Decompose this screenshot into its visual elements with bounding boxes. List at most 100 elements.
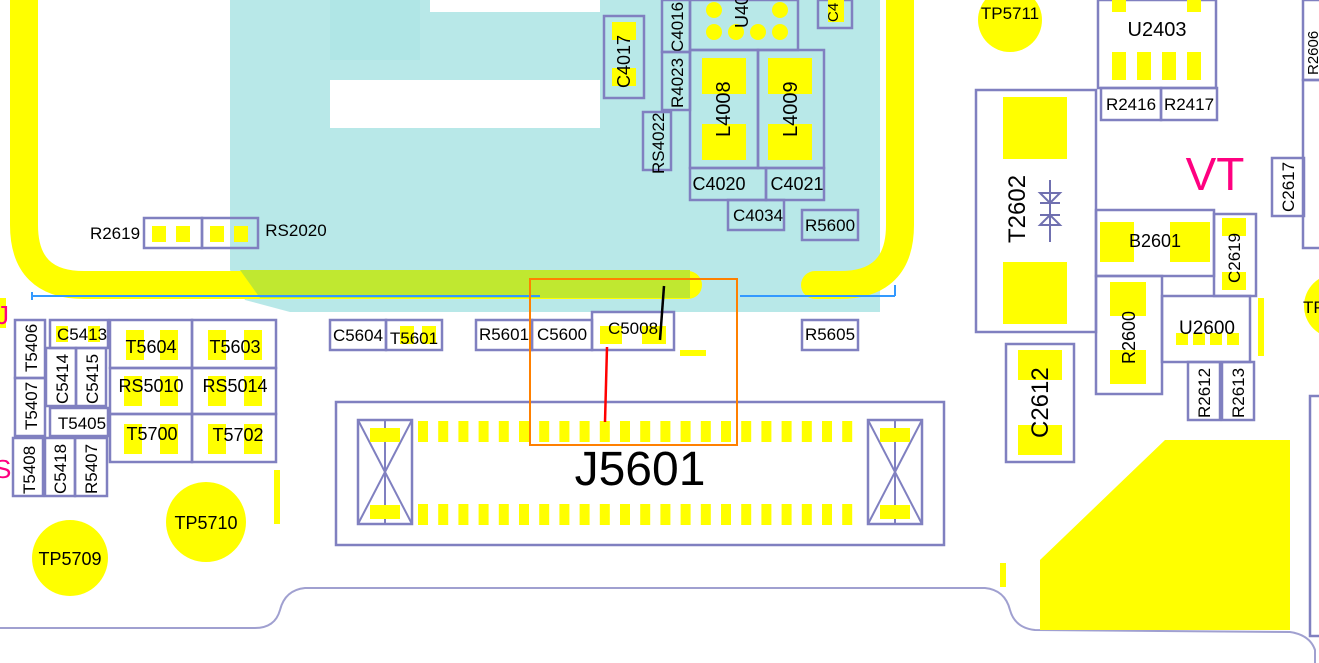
svg-text:T5604: T5604 (125, 337, 176, 357)
svg-text:T5405: T5405 (58, 414, 106, 433)
svg-text:RS2020: RS2020 (265, 221, 326, 240)
u2600: U2600 (1160, 294, 1252, 364)
svg-text:R4023: R4023 (668, 58, 687, 108)
connector-pin (438, 421, 449, 442)
connector-pin (498, 504, 509, 525)
r2416-label: R2416 (1106, 95, 1156, 114)
svg-text:RS5010: RS5010 (118, 376, 183, 396)
connector-pin (822, 504, 832, 525)
connector-pin (822, 421, 832, 442)
left-cluster: T5406 C5413 T5604 T5603 C5414 C5415 RS50… (11, 318, 280, 524)
connector-pin (418, 421, 428, 442)
connector-pin (620, 504, 630, 525)
svg-text:T2602: T2602 (1004, 175, 1031, 243)
connector-pin (660, 421, 671, 442)
tp5710-pad (166, 482, 246, 562)
c4-part: C4 (816, 0, 854, 30)
j-partial-label: J (0, 300, 9, 330)
connector-pin (842, 421, 853, 442)
svg-text:C2612: C2612 (1027, 367, 1054, 438)
svg-text:C2617: C2617 (1279, 162, 1298, 212)
c5008-label: C5008 (608, 319, 658, 338)
r5601-label: R5601 (479, 325, 529, 344)
svg-text:R2613: R2613 (1229, 368, 1248, 418)
svg-text:C5418: C5418 (51, 444, 70, 494)
connector-pin (579, 504, 590, 525)
probe-black (658, 285, 666, 341)
connector-pin (761, 504, 772, 525)
connector-pin (478, 421, 489, 442)
connector-pin (498, 421, 509, 442)
svg-text:R2612: R2612 (1195, 368, 1214, 418)
r5600-label: R5600 (805, 216, 855, 235)
connector-pin (842, 504, 853, 525)
tp5711-label: TP5711 (981, 4, 1039, 23)
connector-pin (458, 504, 469, 525)
tp5709-pad (32, 520, 108, 596)
connector-pin (680, 504, 691, 525)
l4009: L4009 (756, 48, 826, 170)
r2619-rs2020: R2619 RS2020 (90, 216, 327, 250)
probe-red (603, 346, 609, 423)
svg-text:C5414: C5414 (53, 354, 72, 404)
t5601-label: T5601 (390, 329, 438, 348)
connector-pin (761, 421, 772, 442)
svg-text:C4016: C4016 (668, 2, 687, 52)
connector-pin (620, 421, 630, 442)
c4020-label: C4020 (692, 174, 745, 194)
u2403: U2403 (1096, 0, 1218, 90)
r5605-label: R5605 (805, 325, 855, 344)
svg-text:T5700: T5700 (126, 424, 177, 444)
svg-text:U2600: U2600 (1179, 318, 1235, 339)
c4017: C4017 (602, 14, 646, 100)
s-partial-label: S (0, 454, 11, 484)
connector-pin (640, 421, 651, 442)
j5601-label: J5601 (575, 443, 706, 496)
tp5710-label: TP5710 (174, 513, 237, 533)
r2417-label: R2417 (1164, 95, 1214, 114)
svg-text:L4009: L4009 (780, 81, 802, 137)
c5604-label: C5604 (333, 326, 383, 345)
tp5709-label: TP5709 (38, 549, 101, 569)
t2602: T2602 (974, 88, 1098, 334)
svg-text:TP: TP (1303, 298, 1319, 317)
svg-text:B2601: B2601 (1129, 231, 1181, 251)
board-outline (0, 587, 1316, 663)
r2606: R2606 (1301, 0, 1319, 82)
svg-text:T5406: T5406 (22, 324, 41, 372)
svg-text:C2619: C2619 (1225, 233, 1244, 283)
svg-text:T5702: T5702 (212, 425, 263, 445)
connector-pin (660, 504, 671, 525)
c2619: C2619 (1212, 212, 1258, 298)
svg-text:C4017: C4017 (614, 35, 634, 88)
svg-text:RS4022: RS4022 (649, 113, 668, 174)
u2403-label: U2403 (1128, 19, 1187, 41)
tp5711-pad (978, 0, 1042, 52)
connector-pin (640, 504, 651, 525)
svg-text:RS5014: RS5014 (202, 376, 267, 396)
connector-pin (801, 504, 812, 525)
selection-highlight[interactable] (529, 278, 738, 446)
connector-pin (700, 421, 711, 442)
connector-pin (539, 504, 550, 525)
svg-text:T5407: T5407 (22, 382, 41, 430)
connector-pin (438, 504, 449, 525)
connector-pin (721, 421, 731, 442)
svg-text:C5415: C5415 (83, 354, 102, 404)
ground-pad (1040, 440, 1290, 630)
svg-text:R2619: R2619 (90, 224, 140, 243)
connector-pin (741, 421, 752, 442)
connector-pin (519, 504, 529, 525)
connector-pin (478, 504, 489, 525)
rs4022: RS4022 (641, 110, 673, 174)
connector-pin (721, 504, 731, 525)
r2613: R2613 (1220, 360, 1256, 422)
svg-text:L4008: L4008 (713, 81, 735, 137)
svg-text:R5407: R5407 (82, 444, 101, 494)
connector-pin (781, 421, 792, 442)
connector-pin (700, 504, 711, 525)
connector-pin (559, 504, 570, 525)
connector-pin (579, 421, 590, 442)
connector-pin (680, 421, 691, 442)
